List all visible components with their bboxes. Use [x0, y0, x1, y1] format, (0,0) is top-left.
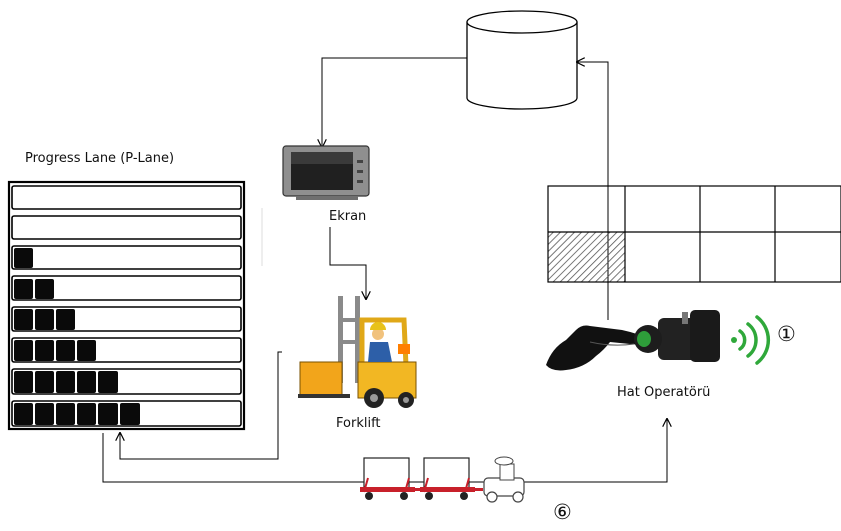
push-button-icon — [634, 310, 720, 362]
database-cylinder — [467, 11, 577, 109]
plane-block — [77, 371, 96, 393]
plane-block — [14, 403, 33, 425]
plane-block — [35, 371, 54, 393]
plane-row-1 — [12, 186, 241, 209]
plane-block — [35, 309, 54, 330]
plane-block — [35, 340, 54, 361]
plane-block — [56, 340, 75, 361]
plane-block — [56, 403, 75, 425]
operator-label: Hat Operatörü — [617, 385, 710, 400]
plane-block — [35, 279, 54, 299]
plane-block — [14, 309, 33, 330]
screen-to-forklift-arrow — [330, 227, 366, 299]
plane-block — [98, 403, 118, 425]
plane-block — [35, 403, 54, 425]
cart-1 — [360, 458, 415, 500]
plane-block — [120, 403, 140, 425]
plane-block — [14, 371, 33, 393]
plane-block — [14, 279, 33, 299]
station-board — [548, 186, 841, 282]
plane-row-3 — [12, 246, 241, 269]
wireless-signal-icon — [731, 317, 768, 363]
forklift-icon — [298, 296, 416, 408]
db-to-screen-arrow — [322, 58, 467, 147]
plane-title: Progress Lane (P-Lane) — [25, 151, 174, 166]
plane-block — [77, 403, 96, 425]
monitor-icon — [283, 146, 369, 200]
step-6-marker: ⑥ — [553, 500, 572, 524]
cart-2 — [420, 458, 475, 500]
progress-lane-board — [9, 182, 244, 429]
plane-block — [56, 309, 75, 330]
tugger — [484, 457, 524, 502]
plane-block — [56, 371, 75, 393]
screen-label: Ekran — [329, 209, 366, 224]
tugger-train-icon — [360, 457, 524, 502]
plane-block — [77, 340, 96, 361]
plane-block — [14, 248, 33, 268]
step-1-marker: ① — [777, 322, 796, 346]
plane-block — [14, 340, 33, 361]
plane-row-2 — [12, 216, 241, 239]
hatched-cell — [548, 232, 625, 282]
forklift-label: Forklift — [336, 416, 381, 431]
plane-block — [98, 371, 118, 393]
